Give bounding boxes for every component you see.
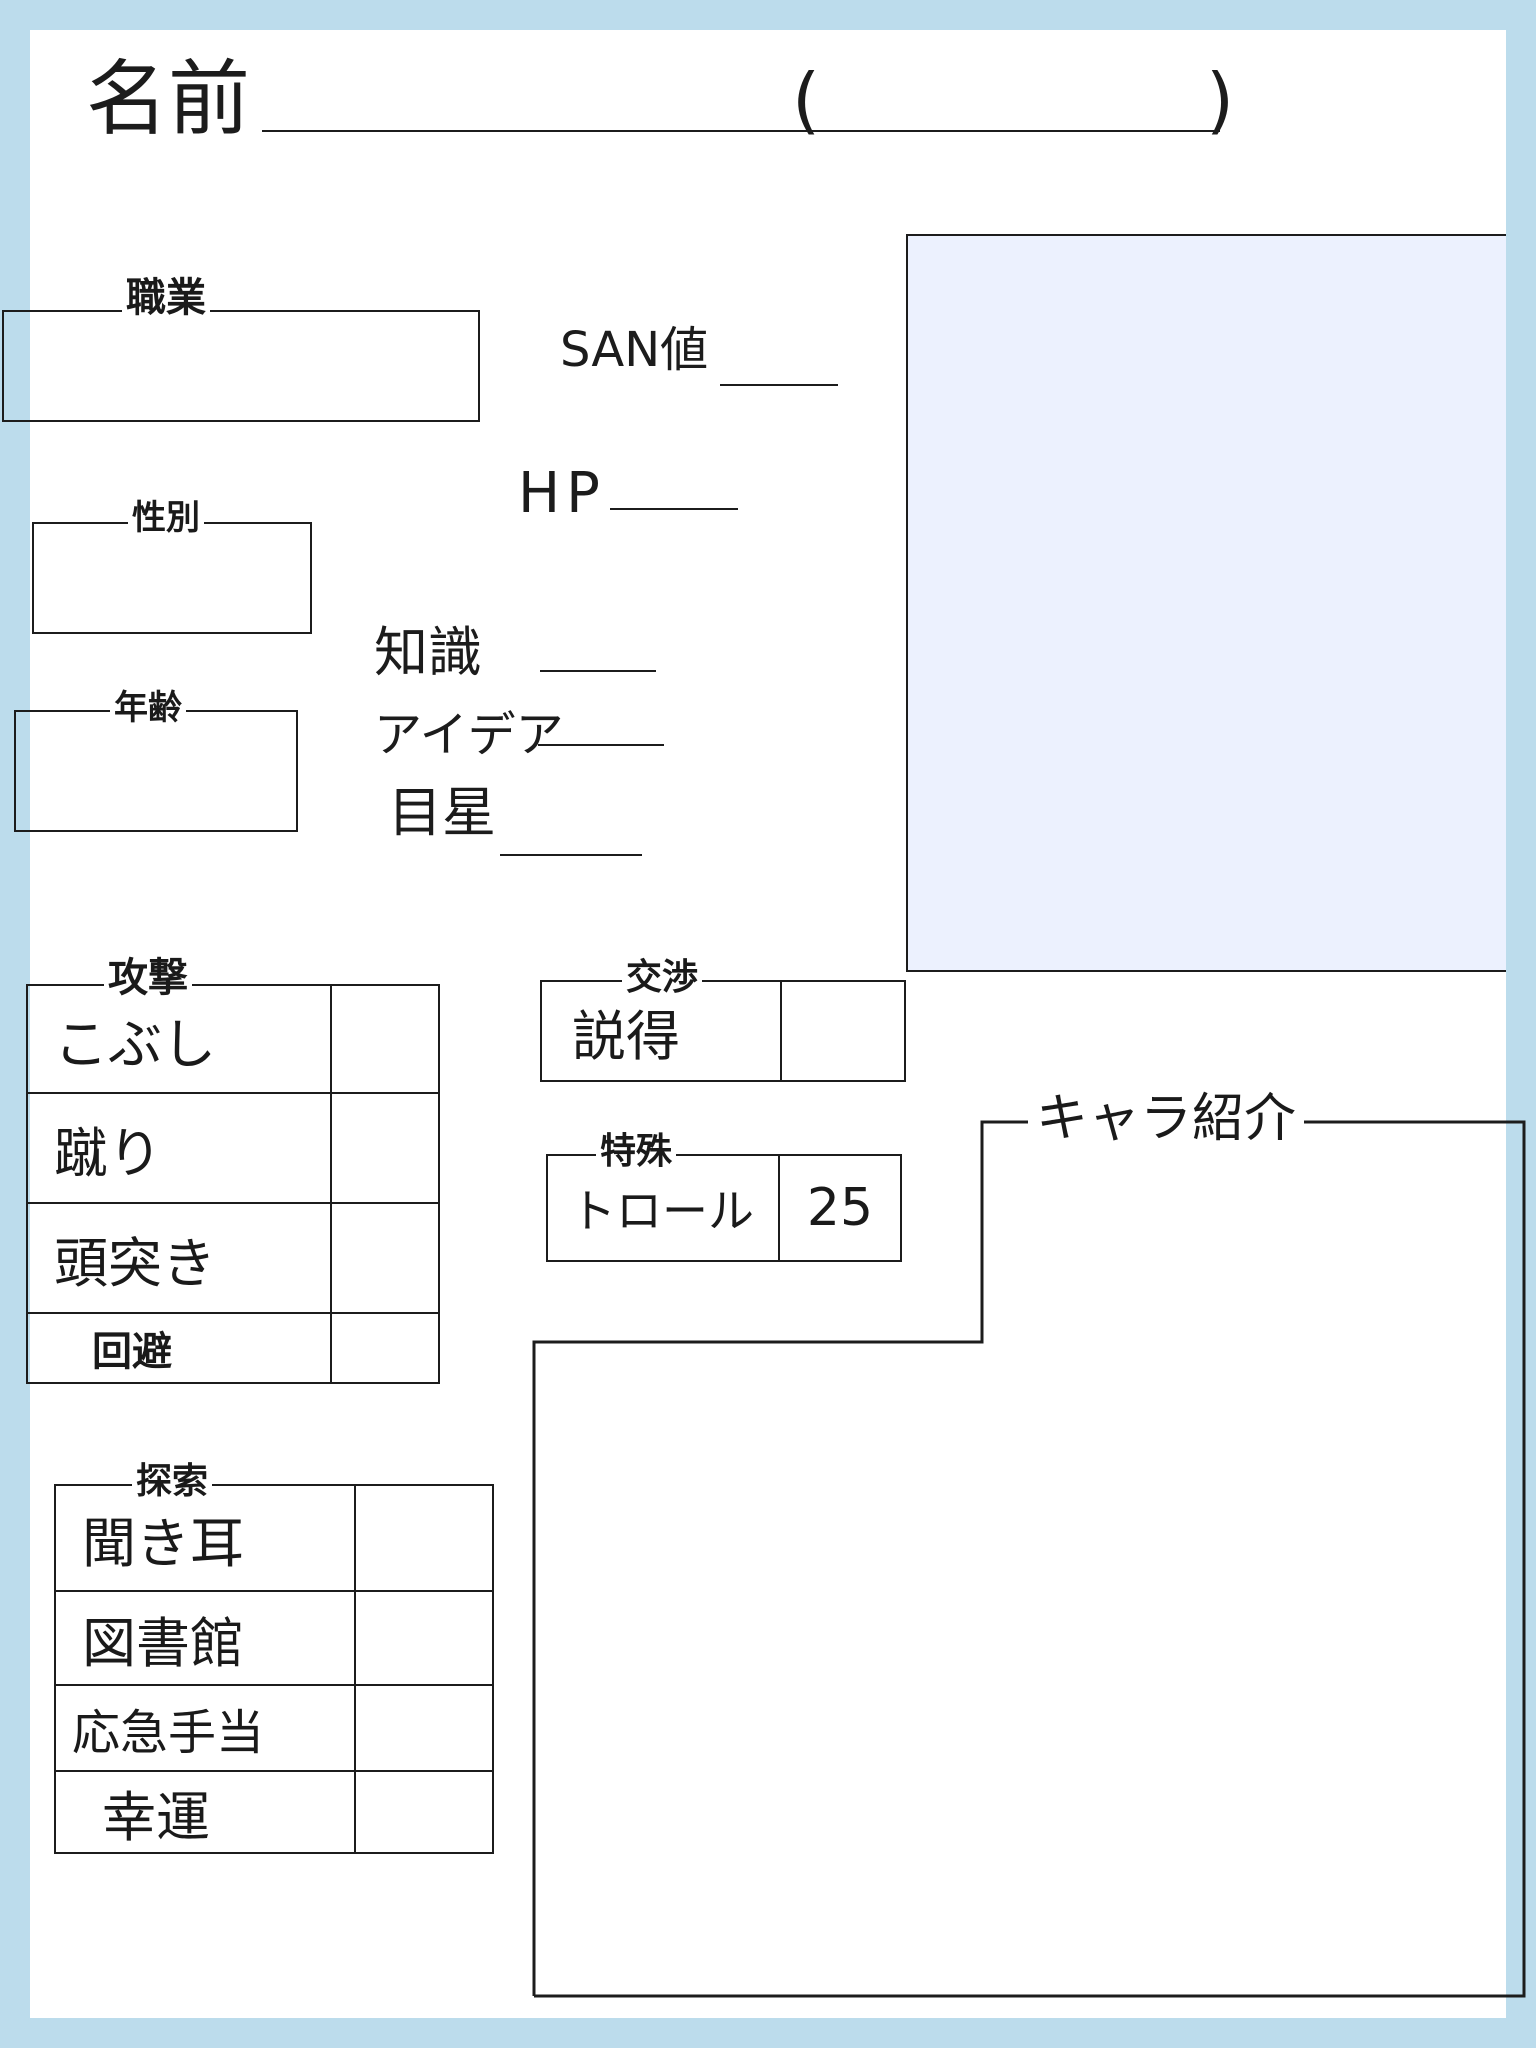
name-paren-close: ) (1206, 58, 1235, 142)
knowledge-field[interactable] (540, 670, 656, 672)
explore-skill-first-aid: 応急手当 (54, 1684, 356, 1772)
san-field[interactable] (720, 384, 838, 386)
table-row: 応急手当 (54, 1684, 494, 1772)
table-row: 説得 (540, 980, 906, 1082)
negotiate-value-persuade[interactable] (780, 980, 906, 1082)
knowledge-label: 知識 (374, 621, 482, 684)
negotiate-label: 交渉 (622, 956, 703, 1000)
age-label: 年齢 (110, 686, 186, 730)
attack-value-kick[interactable] (330, 1092, 440, 1204)
gender-label: 性別 (128, 496, 204, 540)
name-paren-open: ( (792, 58, 821, 142)
explore-value-library[interactable] (354, 1590, 494, 1686)
idea-field[interactable] (538, 744, 664, 746)
explore-value-luck[interactable] (354, 1770, 494, 1854)
table-row: こぶし (26, 984, 440, 1094)
character-intro-box[interactable] (530, 1110, 1530, 2040)
explore-skill-library: 図書館 (54, 1590, 356, 1686)
hp-field[interactable] (610, 508, 738, 510)
table-row: 聞き耳 (54, 1484, 494, 1592)
explore-value-listen[interactable] (354, 1484, 494, 1592)
table-row: 図書館 (54, 1590, 494, 1686)
explore-skill-luck: 幸運 (54, 1770, 356, 1854)
table-row: 蹴り (26, 1092, 440, 1204)
idea-label: アイデア (374, 707, 564, 763)
attack-skill-kick: 蹴り (26, 1092, 332, 1204)
occupation-label: 職業 (122, 276, 210, 320)
attack-skill-headbutt: 頭突き (26, 1202, 332, 1314)
attack-value-headbutt[interactable] (330, 1202, 440, 1314)
spot-field[interactable] (500, 854, 642, 856)
portrait-box[interactable] (906, 234, 1506, 972)
explore-label: 探索 (132, 1460, 213, 1504)
character-sheet: 名前 ( ) 職業 性別 年齢 SAN値 HP 知識 アイデア 目星 こぶし 蹴… (2, 30, 1526, 2018)
table-row: 回避 (26, 1312, 440, 1384)
explore-value-first-aid[interactable] (354, 1684, 494, 1772)
hp-label: HP (518, 461, 606, 526)
table-row: 頭突き (26, 1202, 440, 1314)
character-intro-label: キャラ紹介 (1028, 1090, 1305, 1148)
negotiate-table: 説得 (540, 980, 906, 1082)
spot-label: 目星 (388, 781, 496, 844)
table-row: 幸運 (54, 1770, 494, 1854)
occupation-box[interactable] (2, 310, 480, 422)
special-label: 特殊 (596, 1130, 677, 1174)
attack-skill-dodge: 回避 (26, 1312, 332, 1384)
attack-value-dodge[interactable] (330, 1312, 440, 1384)
attack-skill-fist: こぶし (26, 984, 332, 1094)
special-value-troll[interactable]: 25 (778, 1154, 902, 1262)
san-label: SAN値 (560, 322, 709, 378)
attack-label: 攻撃 (104, 956, 192, 1000)
attack-value-fist[interactable] (330, 984, 440, 1094)
name-field[interactable] (262, 130, 1220, 132)
attack-table: こぶし 蹴り 頭突き 回避 (26, 984, 440, 1384)
explore-table: 聞き耳 図書館 応急手当 幸運 (54, 1484, 494, 1854)
name-label: 名前 (86, 52, 251, 147)
